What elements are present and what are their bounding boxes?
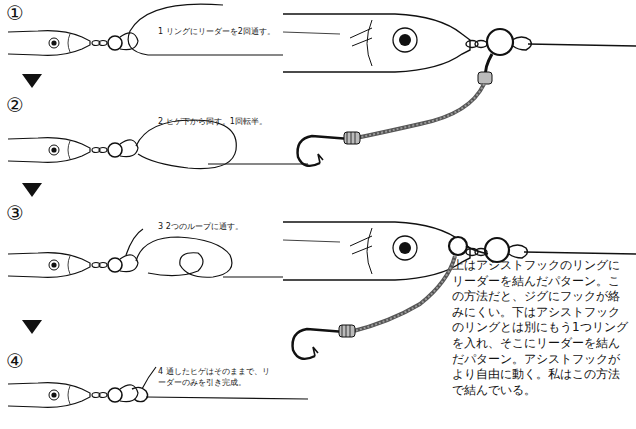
note-paragraph: 上はアシストフックのリングにリーダーを結んだパターン。この方法だと、ジグにフック… [452,258,628,398]
step-text: 2 ヒゲ下から回す。1回転半。 [158,117,308,127]
step-number: ④ [6,350,30,372]
step-text: 1 リングにリーダーを2回通す。 [158,27,308,37]
step-number: ② [6,94,30,116]
step-text: 4 通したヒゲはそのままで、リーダーのみを引き完成。 [158,366,276,388]
step-number: ① [6,2,30,24]
step-number: ③ [6,202,30,224]
step-text: 3 2つのループに通す。 [158,222,308,232]
